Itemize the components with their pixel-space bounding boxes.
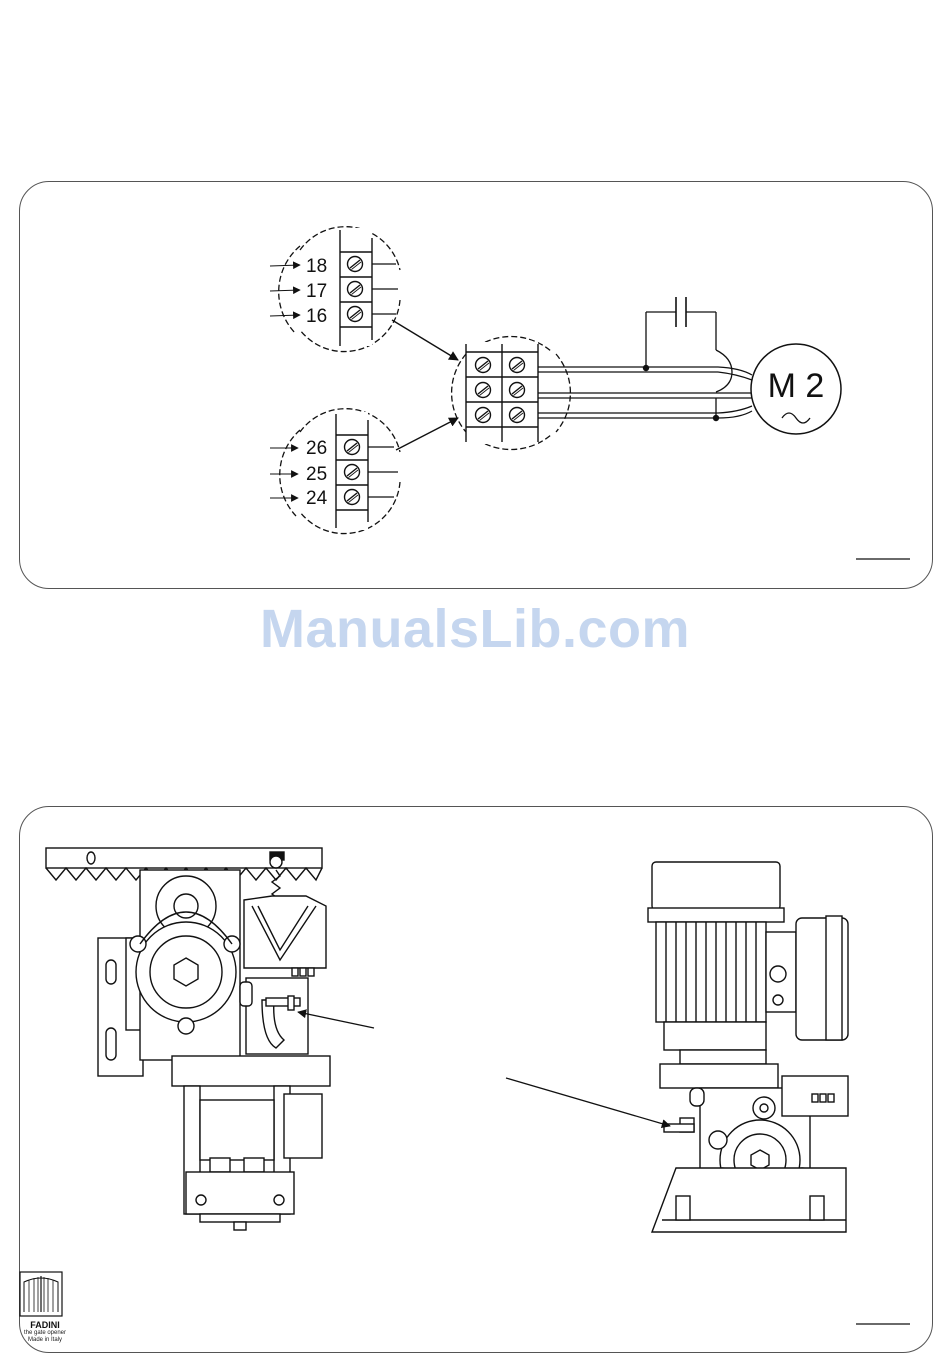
terminal-label-16: 16	[306, 306, 327, 327]
logo-brand: FADINI	[14, 1320, 76, 1330]
motor-label: M 2	[768, 367, 825, 405]
logo-tagline: the gate opener	[14, 1330, 76, 1337]
fadini-logo: FADINI the gate opener Made in Italy	[14, 1320, 76, 1344]
operator-side-drawing	[648, 862, 848, 1232]
terminal-block-top: 18 17 16	[270, 227, 400, 352]
terminal-label-25: 25	[306, 464, 327, 485]
operator-front-drawing	[46, 848, 330, 1230]
watermark: ManualsLib.com	[0, 598, 950, 660]
terminal-label-24: 24	[306, 488, 328, 509]
terminal-label-17: 17	[306, 281, 327, 302]
terminal-label-26: 26	[306, 438, 327, 459]
terminal-block-bottom: 26 25 24	[270, 409, 400, 534]
terminal-label-18: 18	[306, 256, 327, 277]
logo-origin: Made in Italy	[14, 1337, 76, 1344]
fadini-logo-icon	[20, 1272, 62, 1316]
motor-symbol: M 2	[751, 344, 841, 434]
